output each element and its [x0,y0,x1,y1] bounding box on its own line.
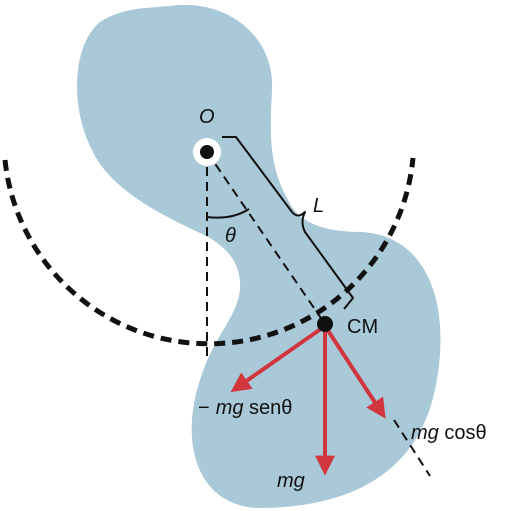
pivot-label: O [199,106,215,128]
force-perpendicular-fn: senθ [243,397,292,419]
arc-path [2,157,416,347]
force-parallel-mg: mg [411,422,439,444]
pendulum-body [77,4,441,508]
force-perpendicular-sign: − [198,397,210,419]
pivot-point [200,145,214,159]
force-perpendicular-label: −mg senθ [198,397,292,419]
force-parallel-fn: cosθ [439,422,487,444]
force-parallel-label: mg cosθ [411,422,487,444]
center-of-mass-label: CM [347,316,378,338]
center-of-mass-point [317,316,333,332]
parallel-extension-line [393,419,431,477]
force-perpendicular-mg: mg [216,397,244,419]
force-weight-label: mg [277,470,305,492]
angle-label: θ [225,225,236,247]
pivot-to-cm-line [206,151,326,325]
length-label: L [313,195,324,217]
angle-arc [206,208,250,219]
length-bracket [222,136,354,310]
force-arrow-parallel [323,324,386,419]
force-arrow-perpendicular [230,324,327,393]
